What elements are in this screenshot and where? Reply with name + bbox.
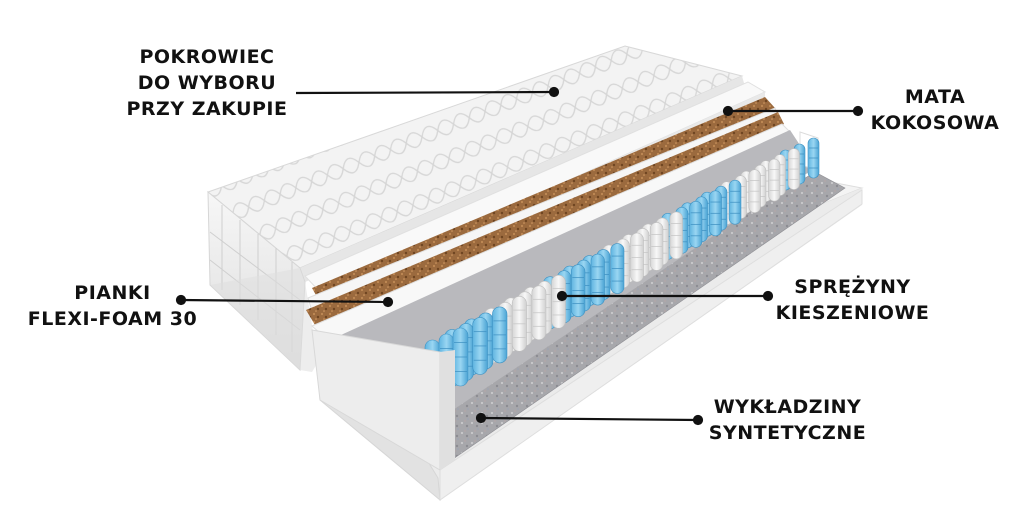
- label-felt-line-1: WYKŁADZINY: [713, 396, 862, 418]
- leader-cover-dot: [548, 86, 560, 98]
- leader-foam-dot-start: [175, 294, 187, 306]
- leader-coconut-dot: [852, 105, 864, 117]
- pocket-springs-block: [330, 130, 820, 420]
- coconut-mat-lower: [306, 112, 784, 330]
- label-foam-line-2: FLEXI-FOAM 30: [27, 308, 198, 330]
- leader-foam: [180, 298, 389, 304]
- leader-cover: [295, 90, 555, 95]
- leader-felt: [480, 416, 699, 422]
- leader-lines: [175, 86, 864, 426]
- leader-felt-dot-end: [692, 414, 704, 426]
- label-cover-line-2: DO WYBORU: [137, 72, 277, 94]
- label-coconut-line-2: KOKOSOWA: [870, 112, 1000, 134]
- label-cover: POKROWIEC DO WYBORU PRZY ZAKUPIE: [122, 44, 292, 122]
- label-foam-line-1: PIANKI: [74, 282, 151, 304]
- label-foam: PIANKI FLEXI-FOAM 30: [20, 280, 205, 332]
- label-coconut-line-1: MATA: [904, 86, 966, 108]
- label-cover-line-1: POKROWIEC: [139, 46, 275, 68]
- front-foam-edge: [311, 329, 455, 471]
- label-springs-line-2: KIESZENIOWE: [775, 302, 930, 324]
- label-felt-line-2: SYNTETYCZNE: [708, 422, 867, 444]
- leader-felt-dot: [475, 412, 487, 424]
- label-felt: WYKŁADZINY SYNTETYCZNE: [700, 394, 875, 446]
- label-springs-line-1: SPRĘŻYNY: [794, 276, 911, 298]
- leader-foam-dot: [382, 296, 394, 308]
- leader-springs-dot-end: [762, 290, 774, 302]
- label-coconut: MATA KOKOSOWA: [860, 84, 1010, 136]
- leader-coconut-dot-start: [722, 105, 734, 117]
- leader-springs-dot: [556, 290, 568, 302]
- label-springs: SPRĘŻYNY KIESZENIOWE: [770, 274, 935, 326]
- label-cover-line-3: PRZY ZAKUPIE: [126, 98, 288, 120]
